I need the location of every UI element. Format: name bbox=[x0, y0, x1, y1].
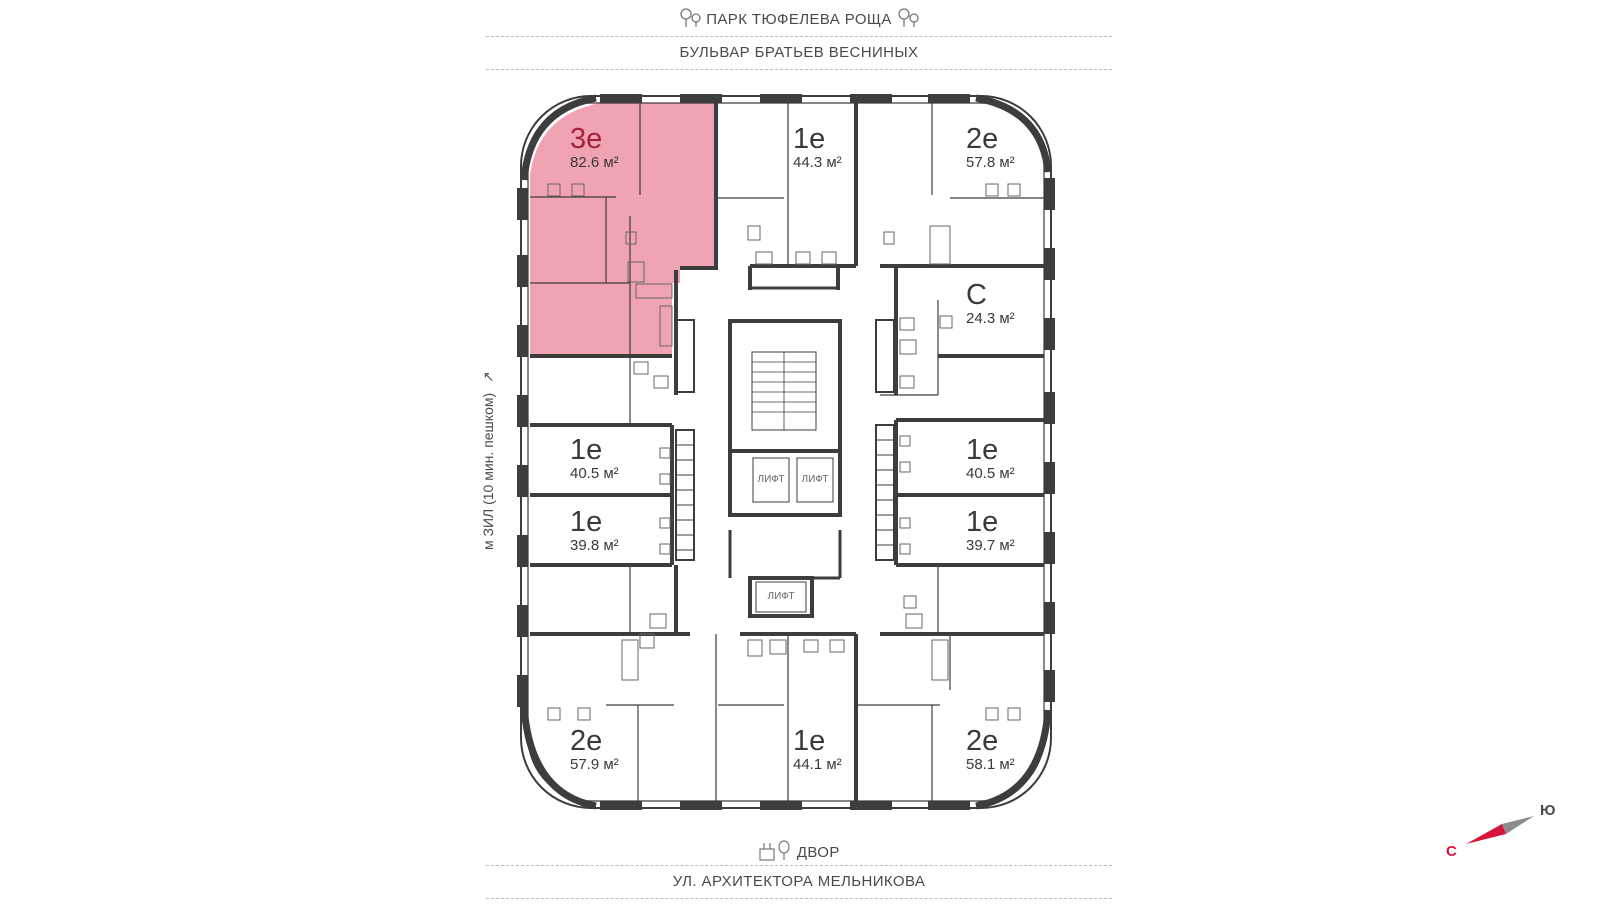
apartment-3e-highlight[interactable] bbox=[530, 103, 716, 356]
corner-glazing bbox=[520, 94, 1052, 810]
apartment-2e-57-8[interactable]: 2е 57.8 м² bbox=[966, 124, 1015, 172]
apartment-type: 2е bbox=[966, 123, 999, 155]
apartment-1e-40-5-left[interactable]: 1е 40.5 м² bbox=[570, 435, 619, 483]
apartment-area: 44.3 м² bbox=[793, 154, 842, 171]
apartment-type: 1е bbox=[966, 506, 999, 538]
playground-icon bbox=[758, 840, 792, 866]
shaft-rungs bbox=[676, 439, 894, 551]
compass-north-label: С bbox=[1446, 843, 1457, 860]
apartment-area: 40.5 м² bbox=[570, 465, 619, 482]
apartment-3e-82-6[interactable]: 3е 82.6 м² bbox=[570, 124, 619, 172]
apartment-area: 82.6 м² bbox=[570, 154, 619, 171]
arrow-icon: ↗ bbox=[480, 371, 496, 383]
shafts bbox=[675, 319, 895, 561]
apartment-2e-57-9[interactable]: 2е 57.9 м² bbox=[570, 726, 619, 774]
apartment-2e-58-1[interactable]: 2е 58.1 м² bbox=[966, 726, 1015, 774]
apartment-area: 39.8 м² bbox=[570, 537, 619, 554]
apartment-area: 44.1 м² bbox=[793, 756, 842, 773]
apartment-type: 1е bbox=[793, 123, 826, 155]
lift-label: ЛИФТ bbox=[767, 591, 795, 602]
yard-text: ДВОР bbox=[796, 843, 840, 861]
metro-note: м ЗИЛ (10 мин. пешком) ↗ bbox=[480, 371, 497, 550]
apartment-type: 1е bbox=[570, 434, 603, 466]
apartment-area: 58.1 м² bbox=[966, 756, 1015, 773]
apartment-area: 40.5 м² bbox=[966, 465, 1015, 482]
apartment-type: 2е bbox=[966, 725, 999, 757]
apartment-area: 57.9 м² bbox=[570, 756, 619, 773]
apartment-type: 2е bbox=[570, 725, 603, 757]
apartment-area: 57.8 м² bbox=[966, 154, 1015, 171]
apartment-1e-39-7[interactable]: 1е 39.7 м² bbox=[966, 507, 1015, 555]
apartment-type: 1е bbox=[793, 725, 826, 757]
yard-label: ДВОР bbox=[486, 840, 1112, 866]
compass-icon bbox=[1466, 816, 1534, 844]
apartment-1e-40-5-right[interactable]: 1е 40.5 м² bbox=[966, 435, 1015, 483]
tree-icon bbox=[896, 7, 920, 33]
divider bbox=[486, 898, 1112, 899]
park-label: ПАРК ТЮФЕЛЕВА РОЩА bbox=[486, 7, 1112, 33]
lift-label: ЛИФТ bbox=[757, 474, 785, 485]
apartment-c-24-3[interactable]: С 24.3 м² bbox=[966, 280, 1015, 328]
divider bbox=[486, 865, 1112, 866]
park-name: ПАРК ТЮФЕЛЕВА РОЩА bbox=[706, 10, 892, 28]
divider bbox=[486, 36, 1112, 37]
bathroom-fixtures bbox=[547, 183, 1021, 721]
apartment-type: 1е bbox=[570, 506, 603, 538]
lift-label: ЛИФТ bbox=[801, 474, 829, 485]
apartment-1e-44-1[interactable]: 1е 44.1 м² bbox=[793, 726, 842, 774]
apartment-type: 3е bbox=[570, 123, 603, 155]
divider bbox=[486, 69, 1112, 70]
apartment-area: 24.3 м² bbox=[966, 310, 1015, 327]
boulevard-label: БУЛЬВАР БРАТЬЕВ ВЕСНИНЫХ bbox=[679, 44, 919, 61]
apartment-1e-44-3[interactable]: 1е 44.3 м² bbox=[793, 124, 842, 172]
tree-icon bbox=[678, 7, 702, 33]
metro-note-text: м ЗИЛ (10 мин. пешком) bbox=[480, 392, 496, 550]
facade-piers bbox=[517, 94, 1055, 810]
street-bottom-label: УЛ. АРХИТЕКТОРА МЕЛЬНИКОВА bbox=[672, 873, 926, 890]
compass-south-label: Ю bbox=[1540, 802, 1556, 819]
apartment-type: С bbox=[966, 279, 987, 311]
apartment-1e-39-8[interactable]: 1е 39.8 м² bbox=[570, 507, 619, 555]
building-core bbox=[728, 319, 842, 618]
apartment-area: 39.7 м² bbox=[966, 537, 1015, 554]
apartment-type: 1е bbox=[966, 434, 999, 466]
